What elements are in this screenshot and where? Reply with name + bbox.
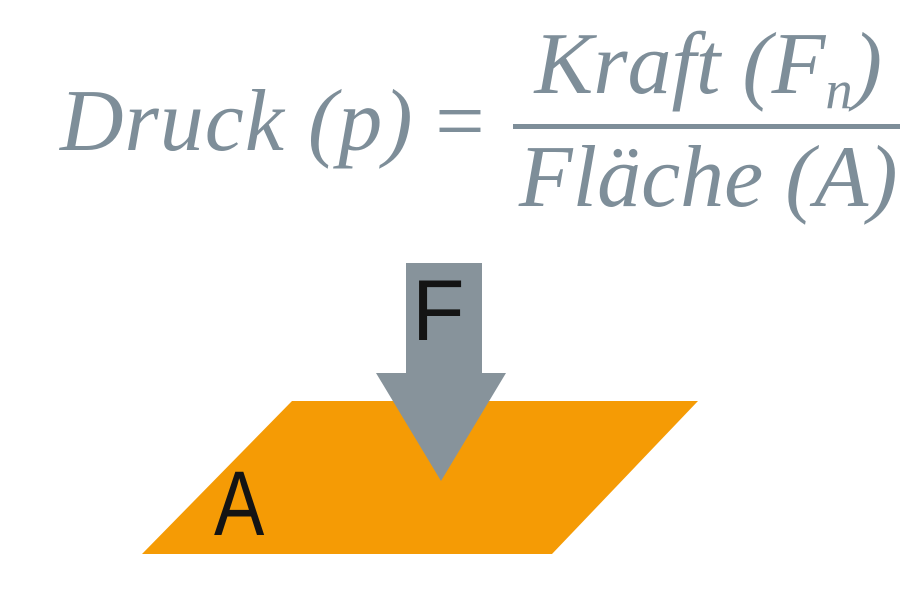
formula-lhs: Druck (p)	[60, 72, 414, 170]
force-arrow-down-icon	[376, 263, 506, 481]
numerator-close-paren: )	[852, 16, 883, 113]
force-label: F	[412, 263, 465, 359]
area-label: A	[214, 453, 265, 555]
formula-denominator: Fläche (A)	[518, 129, 898, 227]
fraction-bar	[512, 124, 900, 130]
equals-sign: =	[429, 72, 489, 170]
numerator-subscript: n	[825, 59, 853, 121]
pressure-formula: Druck (p) = Kraft (Fn) Fläche (A)	[60, 21, 900, 227]
formula-numerator: Kraft (Fn)	[529, 21, 889, 118]
area-parallelogram	[142, 401, 698, 554]
formula-fraction: Kraft (Fn) Fläche (A)	[512, 21, 900, 227]
numerator-text: Kraft (F	[534, 16, 826, 113]
